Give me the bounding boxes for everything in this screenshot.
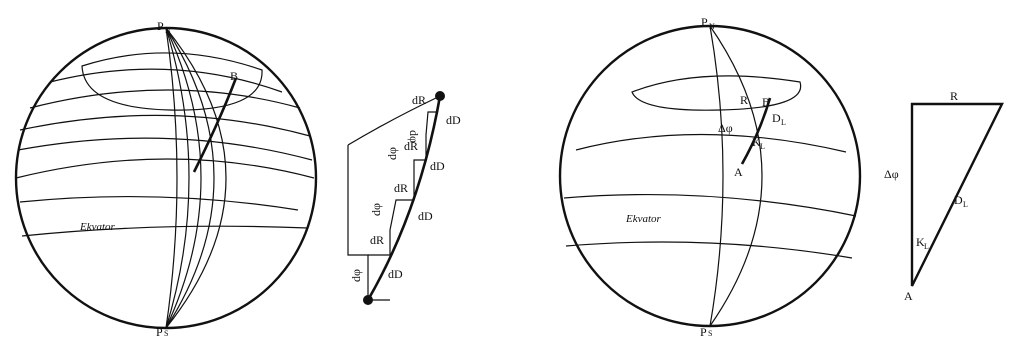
- parallel-mid: [575, 133, 847, 153]
- meridian-5: [165, 27, 227, 329]
- pole-south-label: P: [156, 325, 163, 338]
- equator-1: [19, 195, 299, 211]
- step-4: [425, 111, 438, 136]
- staircase-top: [347, 97, 437, 146]
- label-dR-3: dR: [394, 181, 408, 195]
- pole-north-label: P: [157, 19, 164, 33]
- step-3: [413, 135, 427, 182]
- meridian-3: [165, 27, 202, 329]
- dphi-label-sphere: Δφ: [718, 121, 733, 135]
- point-b-label: B: [230, 69, 238, 83]
- meridian-b: [709, 25, 763, 327]
- parallel-4: [19, 114, 311, 137]
- parallel-3: [29, 89, 301, 109]
- equator-label: Ekvator: [79, 221, 116, 233]
- r-label-sphere: R: [740, 93, 748, 107]
- parallel-2: [49, 68, 283, 93]
- step-1: [368, 230, 391, 256]
- pole-north-sub: N: [165, 26, 171, 35]
- meridian-4: [165, 27, 215, 329]
- sphere-2-outline: [558, 24, 862, 328]
- point-a-label: A: [734, 165, 743, 179]
- parallel-top: [631, 75, 802, 111]
- point-b-label-2: B: [762, 95, 770, 109]
- label-dD-2: dD: [430, 159, 445, 173]
- label-dD-1: dD: [446, 113, 461, 127]
- meridian-2: [165, 27, 190, 329]
- d-label-sphere: D: [772, 111, 781, 125]
- loxodrome-route: [192, 77, 238, 173]
- sphere-2: P N P S A B R Δφ K L D L Ekvator: [558, 15, 862, 338]
- loxodrome-ab: [740, 97, 772, 165]
- r-label-triangle: R: [950, 89, 958, 103]
- parallel-1: [81, 52, 263, 111]
- d-sub-triangle: L: [963, 200, 968, 209]
- start-dot: [363, 295, 373, 305]
- label-dR-2: dR: [404, 139, 418, 153]
- pole-north-sub-2: N: [709, 22, 715, 31]
- d-label-triangle: D: [954, 193, 963, 207]
- triangle-outline: [910, 102, 1004, 287]
- parallel-low: [565, 241, 853, 259]
- pole-north-label-2: P: [701, 15, 708, 29]
- staircase: dR dD dφ dR dD dφ dR dD dφ dR dD dφ: [347, 91, 461, 305]
- k-label-triangle: K: [916, 235, 925, 249]
- equator-1-lower: [21, 225, 309, 237]
- pole-south-label-2: P: [700, 325, 707, 338]
- label-dphi-3: dφ: [369, 203, 383, 216]
- pole-south-sub-2: S: [708, 329, 712, 338]
- label-dphi-2: dφ: [385, 147, 399, 160]
- sphere-1-outline: [14, 26, 318, 330]
- end-dot: [435, 91, 445, 101]
- label-dR-4: dR: [370, 233, 384, 247]
- meridian-a: [709, 25, 724, 327]
- equator-2: [563, 193, 857, 217]
- label-dD-3: dD: [418, 209, 433, 223]
- label-dD-4: dD: [388, 267, 403, 281]
- step-2: [389, 182, 415, 231]
- dphi-label-triangle: Δφ: [884, 167, 899, 181]
- label-dphi-4: dφ: [349, 269, 363, 282]
- meridian-1: [165, 27, 178, 329]
- equator-label-2: Ekvator: [625, 213, 662, 225]
- pole-south-sub: S: [164, 329, 168, 338]
- k-label-sphere: K: [752, 135, 761, 149]
- k-sub-sphere: L: [760, 142, 765, 151]
- a-label-triangle: A: [904, 289, 913, 303]
- triangle: R Δφ D L K L A: [884, 89, 1004, 303]
- label-dphi-1: dφ: [407, 130, 421, 143]
- parallel-5: [17, 137, 313, 161]
- label-dR-1: dR: [412, 93, 426, 107]
- parallel-6: [15, 158, 315, 179]
- k-sub-triangle: L: [924, 242, 929, 251]
- sphere-1: P N P S B Ekvator: [14, 19, 318, 338]
- staircase-route: [366, 95, 442, 301]
- d-sub-sphere: L: [781, 118, 786, 127]
